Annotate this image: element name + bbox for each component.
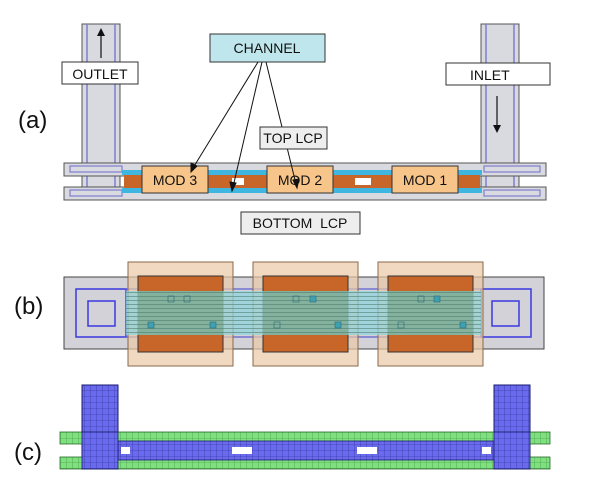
panel-c: (c) — [14, 384, 551, 470]
channel-callout: CHANNEL — [209, 33, 326, 63]
mod1-box: MOD 1 — [391, 165, 459, 194]
top-lcp-label: TOP LCP — [263, 130, 322, 146]
mod3-label: MOD 3 — [153, 172, 198, 188]
mesh-channel-layer — [117, 440, 495, 461]
bottom-lcp-label-box: BOTTOM LCP — [240, 211, 361, 235]
panel-b-label: (b) — [14, 293, 43, 320]
outlet-label: OUTLET — [72, 66, 128, 82]
mod1-label: MOD 1 — [403, 172, 448, 188]
panel-b: (b) — [14, 261, 545, 367]
inlet-flow-arrow — [493, 96, 501, 133]
outlet-label-box: OUTLET — [61, 61, 139, 85]
mod2-label: MOD 2 — [278, 172, 323, 188]
channel-callout-arrows — [190, 61, 300, 193]
top-lcp-label-box: TOP LCP — [259, 126, 328, 150]
bottom-lcp-label: BOTTOM LCP — [253, 215, 348, 231]
inlet-label-box: INLET — [445, 62, 551, 86]
outlet-flow-arrow — [97, 28, 105, 58]
panel-a: (a) — [18, 23, 551, 235]
pad-markers — [147, 295, 467, 329]
inlet-label: INLET — [470, 67, 510, 83]
mod2-box: MOD 2 — [266, 165, 334, 194]
panel-c-label: (c) — [14, 439, 42, 466]
panel-a-label: (a) — [18, 107, 47, 134]
mod3-box: MOD 3 — [141, 165, 209, 194]
channel-label: CHANNEL — [234, 40, 301, 56]
